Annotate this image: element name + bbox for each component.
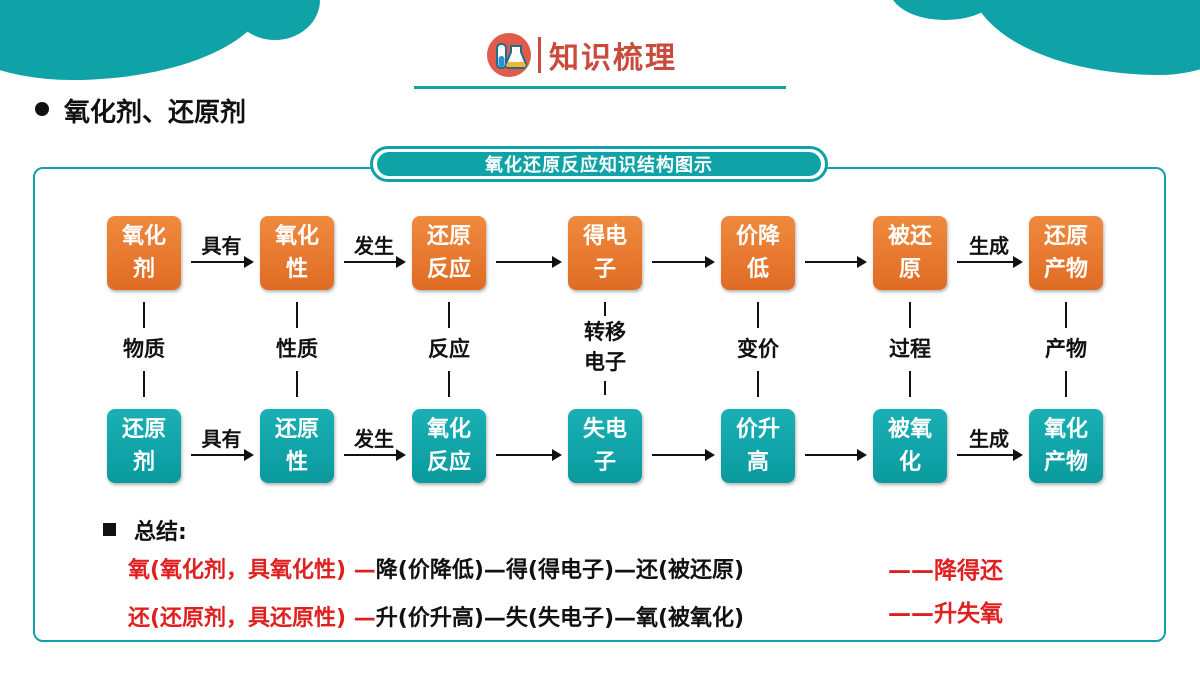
top-row-box: 价降低 <box>721 216 795 290</box>
relation-line-upper <box>1065 302 1067 328</box>
top-row-box: 氧化性 <box>260 216 334 290</box>
relation-label: 物质 <box>123 337 165 361</box>
relation-line-upper <box>143 302 145 328</box>
top-row-arrow-label: 生成 <box>969 234 1009 258</box>
relation-line-lower <box>1065 371 1067 397</box>
bottom-row-arrow <box>957 449 1023 461</box>
bottom-row-box: 氧化反应 <box>412 409 486 483</box>
decor-wave-top-right <box>970 0 1200 75</box>
summary-bullet <box>103 523 116 536</box>
summary-line-reductant: 还(还原剂，具还原性) —升(价升高)—失(失电子)—氧(被氧化) <box>128 600 744 632</box>
page-header: 知识梳理 <box>486 30 677 80</box>
relation-line-lower <box>604 381 606 395</box>
bottom-row-arrow <box>496 449 562 461</box>
summary-line-reductant-black: 升(价升高)—失(失电子)—氧(被氧化) <box>375 606 745 631</box>
relation-label: 反应 <box>428 337 470 361</box>
bottom-row-arrow-label: 具有 <box>201 427 242 451</box>
bottom-row-box: 价升高 <box>721 409 795 483</box>
relation-line-upper <box>448 302 450 328</box>
bottom-row-arrow-label: 发生 <box>354 427 394 451</box>
mnemonic-reductant: ——升失氧 <box>888 601 1003 627</box>
summary-line-oxidant-red: 氧(氧化剂，具氧化性) — <box>128 558 376 583</box>
flask-icon <box>487 33 531 77</box>
bottom-row-arrow-label: 生成 <box>969 427 1009 451</box>
title-underline <box>414 86 786 89</box>
relation-label: 转移电子 <box>584 320 626 374</box>
bottom-row-arrow <box>191 449 254 461</box>
decor-wave-top-right-small <box>890 0 1000 20</box>
top-row-arrow <box>652 256 715 268</box>
bottom-row-box: 还原性 <box>260 409 334 483</box>
relation-line-lower <box>143 371 145 397</box>
summary-line-oxidant: 氧(氧化剂，具氧化性) —降(价降低)—得(得电子)—还(被还原) <box>128 552 744 584</box>
decor-wave-top-left <box>0 0 270 80</box>
relation-label: 过程 <box>889 337 931 361</box>
top-row-box: 得电子 <box>568 216 642 290</box>
bottom-row-arrow <box>805 449 867 461</box>
top-row-arrow <box>191 256 254 268</box>
top-row-arrow <box>805 256 867 268</box>
relation-line-upper <box>909 302 911 328</box>
relation-line-upper <box>296 302 298 328</box>
top-row-arrow <box>344 256 406 268</box>
top-row-box: 还原产物 <box>1029 216 1103 290</box>
summary-line-oxidant-black: 降(价降低)—得(得电子)—还(被还原) <box>375 558 745 583</box>
summary-heading: 总结: <box>134 520 187 545</box>
bottom-row-arrow <box>344 449 406 461</box>
relation-label: 产物 <box>1045 337 1087 361</box>
diagram-banner-title: 氧化还原反应知识结构图示 <box>377 152 821 176</box>
relation-line-lower <box>448 371 450 397</box>
relation-label: 变价 <box>737 337 779 361</box>
relation-line-lower <box>757 371 759 397</box>
relation-label: 性质 <box>276 337 318 361</box>
relation-line-lower <box>909 371 911 397</box>
top-row-box: 被还原 <box>873 216 947 290</box>
summary-line-reductant-red: 还(还原剂，具还原性) — <box>128 606 376 631</box>
bottom-row-box: 还原剂 <box>107 409 181 483</box>
diagram-banner: 氧化还原反应知识结构图示 <box>370 146 828 182</box>
top-row-box: 还原反应 <box>412 216 486 290</box>
top-row-arrow <box>496 256 562 268</box>
bullet-dot <box>35 102 49 116</box>
top-row-box: 氧化剂 <box>107 216 181 290</box>
section-heading: 氧化剂、还原剂 <box>64 98 247 128</box>
bottom-row-arrow <box>652 449 715 461</box>
relation-line-lower <box>296 371 298 397</box>
page-title: 知识梳理 <box>549 41 677 76</box>
top-row-arrow-label: 具有 <box>201 234 242 258</box>
relation-line-upper <box>757 302 759 328</box>
title-separator <box>538 37 541 73</box>
bottom-row-box: 失电子 <box>568 409 642 483</box>
bottom-row-box: 氧化产物 <box>1029 409 1103 483</box>
bottom-row-box: 被氧化 <box>873 409 947 483</box>
top-row-arrow <box>957 256 1023 268</box>
mnemonic-oxidant: ——降得还 <box>888 558 1003 584</box>
relation-line-upper <box>604 302 606 316</box>
top-row-arrow-label: 发生 <box>354 234 394 258</box>
